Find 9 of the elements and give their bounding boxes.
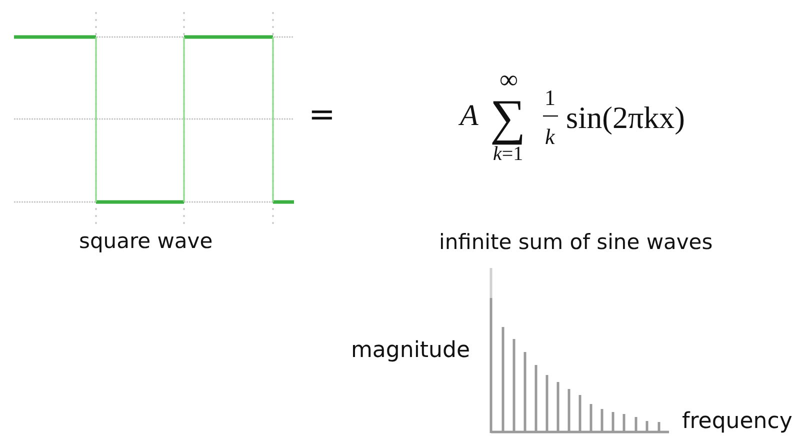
formula-variable: A (460, 98, 478, 133)
fraction-denominator: k (545, 124, 555, 149)
axis-label: magnitude (351, 338, 470, 363)
wave-caption: square wave (79, 229, 213, 254)
sum-caption: infinite sum of sine waves (439, 230, 713, 254)
fraction-numerator: 1 (544, 84, 556, 110)
sine-term: sin(2πkx) (566, 100, 685, 136)
equals-sign: = (308, 96, 336, 132)
axis-label: frequency (682, 408, 792, 434)
